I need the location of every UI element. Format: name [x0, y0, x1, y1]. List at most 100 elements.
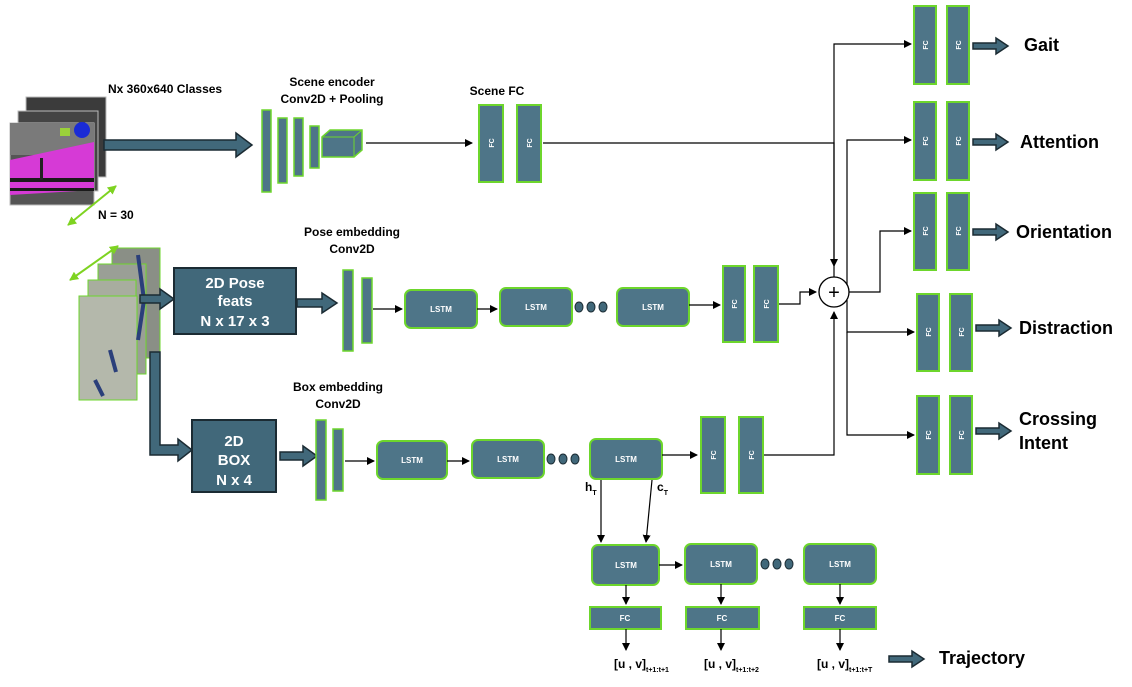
attention-arrow — [972, 132, 1010, 152]
decoder-fc-2: FC — [685, 606, 760, 630]
box-fat-arrow-in — [149, 351, 194, 463]
crossing-fc-2: FC — [949, 395, 973, 475]
distraction-fc-2: FC — [949, 293, 973, 372]
svg-text:FC: FC — [835, 614, 846, 623]
svg-text:FC: FC — [620, 614, 631, 623]
pose-embedding-conv — [342, 269, 373, 352]
distraction-label: Distraction — [1019, 318, 1113, 338]
svg-text:N x 17 x 3: N x 17 x 3 — [200, 313, 269, 330]
crossing-label-1: Crossing — [1019, 409, 1097, 429]
svg-text:LSTM: LSTM — [497, 455, 519, 464]
svg-text:LSTM: LSTM — [710, 560, 732, 569]
pose-lstm-1: LSTM — [404, 289, 478, 329]
decoder-fc-3: FC — [803, 606, 877, 630]
uv-output-1: [u , v]t+1:t+1 — [614, 657, 669, 674]
pose-ellipsis-dots — [574, 301, 608, 313]
svg-text:LSTM: LSTM — [615, 455, 637, 464]
svg-text:FC: FC — [956, 40, 963, 49]
crossing-fc-1: FC — [916, 395, 940, 475]
svg-text:FC: FC — [926, 327, 933, 336]
svg-text:FC: FC — [923, 226, 930, 235]
svg-text:FC: FC — [923, 136, 930, 145]
svg-text:FC: FC — [764, 299, 771, 308]
svg-text:feats: feats — [217, 293, 252, 310]
decoder-fc-1: FC — [589, 606, 662, 630]
pose-fat-arrow-out — [296, 291, 339, 315]
svg-text:LSTM: LSTM — [615, 561, 637, 570]
box-fc-1: FC — [700, 416, 726, 494]
svg-text:FC: FC — [923, 40, 930, 49]
svg-text:LSTM: LSTM — [829, 560, 851, 569]
svg-text:FC: FC — [717, 614, 728, 623]
attention-fc-1: FC — [913, 101, 937, 181]
decoder-lstm-3: LSTM — [803, 543, 877, 585]
box-embedding-conv — [315, 419, 344, 501]
svg-text:FC: FC — [926, 430, 933, 439]
svg-text:+: + — [828, 282, 840, 304]
gait-fc-2: FC — [946, 5, 970, 85]
orientation-arrow — [972, 222, 1010, 242]
gait-label: Gait — [1024, 35, 1059, 55]
svg-text:2D Pose: 2D Pose — [205, 275, 264, 292]
pose-fat-arrow-in — [139, 287, 176, 311]
scene-encoder-title-2: Conv2D + Pooling — [280, 92, 383, 106]
c-label: cT — [657, 480, 669, 497]
scene-encoder-title-1: Scene encoder — [289, 75, 375, 89]
trajectory-arrow — [888, 649, 926, 669]
pose-fc-2: FC — [753, 265, 779, 343]
pose-embed-title-2: Conv2D — [329, 242, 375, 256]
orientation-fc-2: FC — [946, 192, 970, 271]
box-fat-arrow-out — [279, 444, 319, 468]
scene-fc-1: FC — [478, 104, 504, 183]
distraction-fc-1: FC — [916, 293, 940, 372]
box-lstm-1: LSTM — [376, 440, 448, 480]
decoder-lstm-1: LSTM — [591, 544, 660, 586]
box-embed-title-2: Conv2D — [315, 397, 361, 411]
trajectory-label: Trajectory — [939, 648, 1025, 668]
decoder-lstm-2: LSTM — [684, 543, 758, 585]
svg-text:N x 4: N x 4 — [216, 472, 253, 489]
crossing-arrow — [975, 421, 1013, 441]
box-ellipsis-dots — [546, 453, 580, 465]
svg-text:LSTM: LSTM — [401, 456, 423, 465]
box-fc-2: FC — [738, 416, 764, 494]
svg-text:FC: FC — [749, 450, 756, 459]
svg-text:FC: FC — [959, 430, 966, 439]
box-input-box: 2D BOX N x 4 — [191, 419, 277, 493]
pose-feats-box: 2D Pose feats N x 17 x 3 — [173, 267, 297, 335]
svg-text:FC: FC — [732, 299, 739, 308]
svg-text:FC: FC — [711, 450, 718, 459]
n-arrow-upper — [67, 185, 117, 226]
pose-embed-title-1: Pose embedding — [304, 225, 400, 239]
svg-text:FC: FC — [489, 138, 496, 147]
svg-text:BOX: BOX — [218, 452, 251, 469]
attention-fc-2: FC — [946, 101, 970, 181]
svg-text:FC: FC — [959, 327, 966, 336]
pose-lstm-3: LSTM — [616, 287, 690, 327]
attention-label: Attention — [1020, 132, 1099, 152]
scene-input-label: Nx 360x640 Classes — [108, 82, 222, 96]
pose-lstm-2: LSTM — [499, 287, 573, 327]
box-lstm-2: LSTM — [471, 439, 545, 479]
svg-text:LSTM: LSTM — [430, 305, 452, 314]
decoder-ellipsis-dots — [760, 558, 794, 570]
pose-fc-1: FC — [722, 265, 746, 343]
uv-output-2: [u , v]t+1:t+2 — [704, 657, 759, 674]
svg-text:FC: FC — [527, 138, 534, 147]
n-arrow-lower — [69, 245, 119, 281]
svg-text:FC: FC — [956, 226, 963, 235]
box-embed-title-1: Box embedding — [293, 380, 383, 394]
scene-fc-title: Scene FC — [470, 84, 525, 98]
svg-text:LSTM: LSTM — [642, 303, 664, 312]
gait-fc-1: FC — [913, 5, 937, 85]
pedestrian-image-stack — [78, 247, 161, 401]
scene-fc-2: FC — [516, 104, 542, 183]
gait-arrow — [972, 36, 1010, 56]
h-label: hT — [585, 480, 597, 497]
svg-text:LSTM: LSTM — [525, 303, 547, 312]
box-lstm-3: LSTM — [589, 438, 663, 480]
distraction-arrow — [975, 318, 1013, 338]
scene-encoder — [261, 109, 363, 193]
fusion-node: + — [818, 276, 850, 308]
svg-text:2D: 2D — [224, 433, 243, 450]
